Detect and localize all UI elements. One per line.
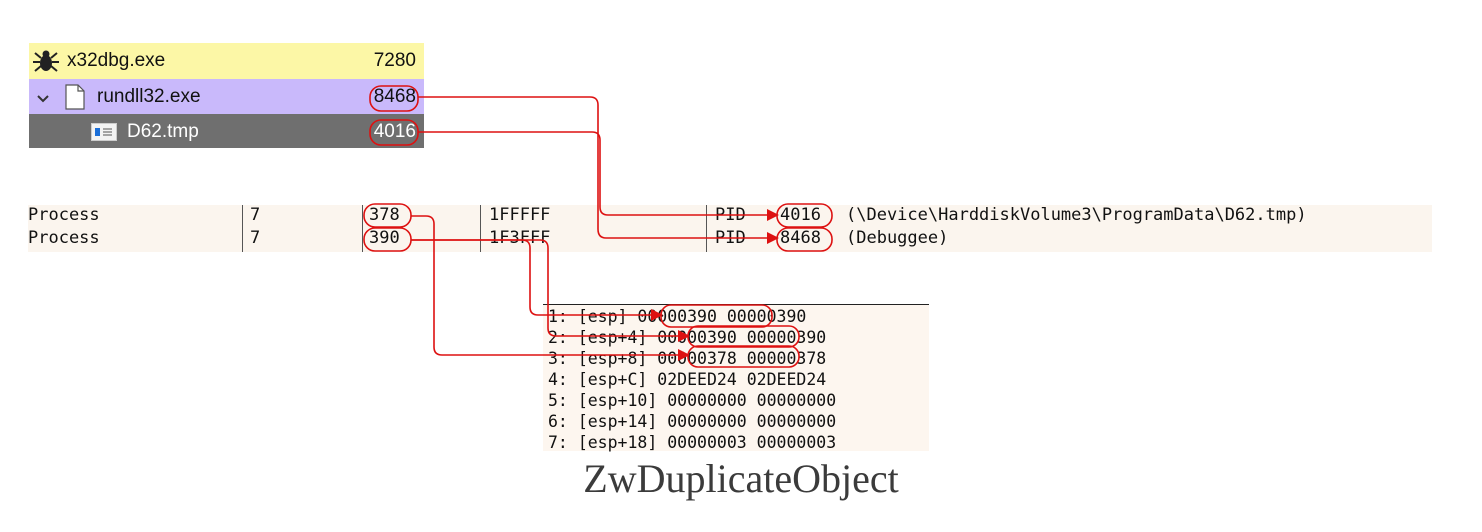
stack-ref: [esp+4] bbox=[577, 328, 648, 347]
window-icon bbox=[91, 123, 117, 147]
table-row[interactable]: Process 7 378 1FFFFF PID 4016 (\Device\H… bbox=[28, 205, 1432, 228]
stack-index: 5: bbox=[548, 391, 568, 410]
stack-ref: [esp+C] bbox=[577, 370, 648, 389]
stack-index: 1: bbox=[548, 307, 568, 326]
handle-pid: 4016 bbox=[780, 205, 821, 225]
stack-ref: [esp+18] bbox=[577, 433, 658, 452]
column-divider bbox=[362, 205, 363, 252]
stack-value: 00000390 bbox=[657, 328, 737, 347]
handle-pid: 8468 bbox=[780, 228, 821, 248]
process-pid: 7280 bbox=[373, 50, 416, 71]
stack-value: 00000390 bbox=[637, 307, 717, 326]
handle-path: (Debuggee) bbox=[846, 228, 949, 248]
process-tree: x32dbg.exe 7280 rundll32.exe 8468 D62.tm… bbox=[29, 43, 424, 148]
stack-value: 02DEED24 bbox=[657, 370, 737, 389]
stack-row[interactable]: 5: [esp+10] 00000000 00000000 bbox=[548, 391, 836, 412]
stack-panel: 1: [esp] 00000390 00000390 2: [esp+4] 00… bbox=[543, 304, 929, 454]
stack-index: 3: bbox=[548, 349, 568, 368]
column-divider bbox=[242, 205, 243, 252]
handle-access: 1F3FFF bbox=[489, 228, 551, 248]
stack-ref: [esp] bbox=[577, 307, 628, 326]
handles-table: Process 7 378 1FFFFF PID 4016 (\Device\H… bbox=[28, 205, 1432, 252]
stack-comment: 00000390 bbox=[746, 328, 827, 347]
stack-index: 2: bbox=[548, 328, 568, 347]
stack-row[interactable]: 2: [esp+4] 00000390 00000390 bbox=[548, 328, 826, 349]
pid-label: PID bbox=[715, 228, 746, 248]
table-row[interactable]: Process 7 390 1F3FFF PID 8468 (Debuggee) bbox=[28, 228, 1432, 251]
process-row-rundll32[interactable]: rundll32.exe 8468 bbox=[29, 79, 424, 114]
stack-row[interactable]: 1: [esp] 00000390 00000390 bbox=[548, 307, 806, 328]
stack-value: 00000000 bbox=[667, 391, 747, 410]
stack-comment: 02DEED24 bbox=[746, 370, 827, 389]
bug-icon bbox=[32, 48, 60, 80]
stack-comment: 00000378 bbox=[746, 349, 827, 368]
stack-ref: [esp+10] bbox=[577, 391, 658, 410]
handle-count: 7 bbox=[250, 205, 261, 225]
handle-type: Process bbox=[28, 228, 100, 248]
handle-type: Process bbox=[28, 205, 100, 225]
stack-index: 7: bbox=[548, 433, 568, 452]
process-name: x32dbg.exe bbox=[67, 50, 166, 71]
stack-row[interactable]: 3: [esp+8] 00000378 00000378 bbox=[548, 349, 826, 370]
stack-ref: [esp+14] bbox=[577, 412, 658, 431]
stack-comment: 00000003 bbox=[756, 433, 837, 452]
handle-access: 1FFFFF bbox=[489, 205, 551, 225]
stack-value: 00000378 bbox=[657, 349, 737, 368]
handle-value: 378 bbox=[369, 205, 400, 225]
handle-path: (\Device\HarddiskVolume3\ProgramData\D62… bbox=[846, 205, 1307, 225]
arrow-4016 bbox=[418, 131, 779, 221]
caption: ZwDuplicateObject bbox=[583, 456, 899, 501]
document-icon bbox=[64, 84, 86, 116]
process-pid: 8468 bbox=[373, 86, 416, 107]
stack-row[interactable]: 6: [esp+14] 00000000 00000000 bbox=[548, 412, 836, 433]
stack-comment: 00000390 bbox=[726, 307, 807, 326]
pid-label: PID bbox=[715, 205, 746, 225]
handle-count: 7 bbox=[250, 228, 261, 248]
stack-row[interactable]: 4: [esp+C] 02DEED24 02DEED24 bbox=[548, 370, 826, 391]
stack-row[interactable]: 7: [esp+18] 00000003 00000003 bbox=[548, 433, 836, 454]
stack-value: 00000000 bbox=[667, 412, 747, 431]
stack-index: 4: bbox=[548, 370, 568, 389]
stack-ref: [esp+8] bbox=[577, 349, 648, 368]
process-name: D62.tmp bbox=[127, 121, 199, 142]
handle-value: 390 bbox=[369, 228, 400, 248]
stack-comment: 00000000 bbox=[756, 412, 837, 431]
process-row-x32dbg[interactable]: x32dbg.exe 7280 bbox=[29, 43, 424, 79]
stack-comment: 00000000 bbox=[756, 391, 837, 410]
process-pid: 4016 bbox=[373, 121, 416, 142]
process-name: rundll32.exe bbox=[97, 86, 201, 107]
stack-index: 6: bbox=[548, 412, 568, 431]
process-row-d62tmp[interactable]: D62.tmp 4016 bbox=[29, 114, 424, 148]
chevron-down-icon[interactable] bbox=[36, 89, 50, 111]
stack-value: 00000003 bbox=[667, 433, 747, 452]
